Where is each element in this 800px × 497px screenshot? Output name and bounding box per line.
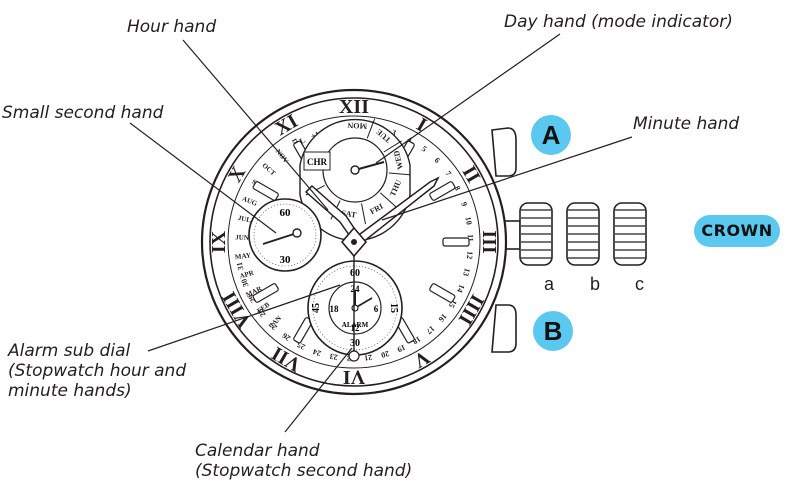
alarm-sub-dial: 60 15 30 45 24 6 12 18 ALARM (307, 260, 403, 356)
hour-marker (429, 181, 456, 201)
leap-year-label: L (298, 136, 307, 146)
callout-small-second-hand: Small second hand (2, 103, 164, 123)
day-label: MON (347, 121, 367, 131)
crown-position-c: c (635, 274, 644, 294)
roman-numeral: XII (339, 96, 369, 118)
small-second-hand (262, 232, 298, 245)
crown-c (613, 202, 647, 266)
hour-marker (442, 237, 470, 247)
small-second-60: 60 (280, 207, 292, 219)
leader-calendar-hand (284, 347, 353, 433)
callout-alarm-line-1: Alarm sub dial (8, 341, 131, 361)
date-number: 14 (455, 283, 466, 294)
roman-ring (227, 115, 481, 369)
day-divider (361, 203, 366, 225)
date-number: 31 (235, 261, 245, 271)
day-label: WED (392, 149, 405, 170)
alarm-inner-24: 24 (351, 284, 361, 294)
date-number: 13 (461, 267, 472, 277)
date-number: 21 (364, 353, 373, 363)
date-number: 10 (463, 216, 473, 226)
date-number: 30 (239, 278, 250, 289)
alarm-outer-60: 60 (350, 268, 360, 279)
chr-label: CHR (307, 157, 328, 167)
callout-alarm-sub-dial: Alarm sub dial (Stopwatch hour and minut… (8, 341, 186, 401)
day-divider (388, 172, 410, 176)
date-number: 16 (437, 312, 449, 324)
date-number: 15 (447, 298, 459, 310)
day-label: SAT (341, 209, 358, 220)
crown-label: CROWN (694, 215, 780, 247)
button-a-badge: A (531, 115, 571, 155)
alarm-outer-30: 30 (350, 338, 360, 349)
date-number: 17 (425, 324, 437, 336)
alarm-inner-6: 6 (374, 304, 379, 314)
leader-minute-hand (381, 136, 633, 221)
day-divider (383, 140, 402, 153)
hour-marker (252, 181, 279, 201)
day-hand (354, 161, 385, 171)
callout-alarm-line-2: (Stopwatch hour and (8, 361, 187, 381)
date-number: 25 (296, 340, 307, 352)
date-number: 23 (329, 352, 338, 362)
month-label: APR (239, 268, 256, 280)
button-b-badge: B (533, 311, 573, 351)
date-number: 26 (281, 331, 293, 343)
roman-numeral: III (478, 230, 500, 254)
date-number: 11 (466, 234, 475, 242)
date-number: 3 (390, 128, 397, 138)
pusher-a (491, 127, 517, 177)
crown-position-b: b (590, 274, 601, 294)
month-label: JUN (235, 233, 249, 242)
crown-b (566, 202, 600, 266)
crown-a (519, 202, 553, 266)
day-divider (379, 192, 397, 208)
leader-alarm-sub-dial (147, 284, 341, 352)
leader-hour-hand (182, 39, 329, 211)
month-label: MAY (234, 251, 251, 261)
callout-alarm-line-3: minute hands) (8, 381, 132, 401)
date-number: 9 (459, 201, 469, 208)
day-divider (366, 118, 376, 139)
callout-day-hand: Day hand (mode indicator) (504, 12, 733, 32)
callout-calendar-hand: Calendar hand (Stopwatch second hand) (195, 441, 412, 481)
month-label: JUL (237, 214, 252, 225)
date-number: 19 (396, 343, 407, 354)
date-number: 20 (380, 349, 390, 360)
crown-position-a: a (544, 274, 555, 294)
pusher-b (491, 304, 517, 353)
crown-positions (519, 202, 647, 266)
roman-numeral: IX (208, 230, 230, 253)
roman-numeral: VI (343, 366, 365, 388)
hour-marker (252, 283, 279, 303)
callout-calendar-line-2: (Stopwatch second hand) (195, 461, 413, 481)
leader-lines (129, 33, 633, 433)
alarm-outer-15: 15 (388, 303, 399, 313)
callout-minute-hand: Minute hand (633, 114, 740, 134)
alarm-inner-18: 18 (330, 304, 340, 314)
alarm-inner-12: 12 (351, 323, 361, 333)
leader-day-hand (375, 33, 561, 164)
date-number: 6 (433, 156, 442, 165)
leader-small-second (129, 122, 277, 234)
hour-marker (429, 283, 456, 303)
date-number: 29 (246, 293, 258, 304)
date-number: 12 (465, 251, 475, 260)
date-number: 8 (452, 184, 462, 192)
watch-bezel (209, 97, 499, 387)
date-number: 7 (443, 169, 453, 178)
date-number: 24 (312, 347, 322, 358)
alarm-label: ALARM (342, 321, 369, 329)
date-number: 28 (256, 307, 268, 319)
callout-calendar-line-1: Calendar hand (195, 441, 320, 461)
date-number: 18 (411, 334, 423, 346)
small-second-sub-dial: 60 30 (248, 198, 322, 272)
small-second-30: 30 (280, 254, 292, 266)
callout-hour-hand: Hour hand (127, 17, 217, 37)
alarm-outer-45: 45 (311, 303, 322, 313)
date-number: 5 (420, 144, 429, 154)
